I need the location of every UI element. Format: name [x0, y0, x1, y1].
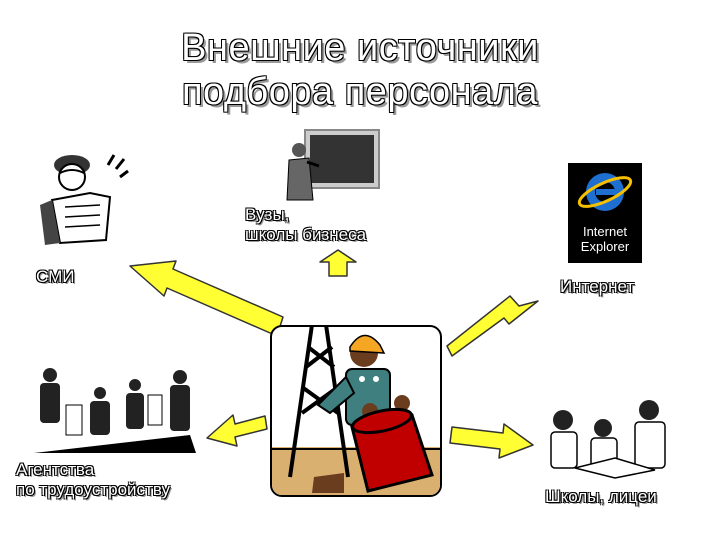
ie-label-line1: Internet	[582, 224, 628, 239]
teacher-blackboard-icon	[286, 129, 380, 201]
title-line-1: Внешние источники	[181, 27, 539, 69]
label-universities-line2: школы бизнеса	[245, 225, 367, 244]
label-universities-line1: Вузы,	[245, 205, 290, 224]
arrow-lower-right	[449, 423, 534, 459]
label-agencies-line1: Агентства	[16, 460, 95, 479]
arrow-upper-right	[446, 295, 539, 357]
ie-label: Internet Explorer	[568, 224, 642, 254]
arrow-upper-left	[129, 260, 284, 337]
label-schools: Школы, лицеи	[545, 487, 657, 506]
internet-explorer-icon: Internet Explorer	[568, 163, 642, 263]
label-internet: Интернет	[560, 277, 635, 296]
oil-worker-picture	[270, 325, 442, 497]
label-agencies: Агентства по трудоустройству	[16, 460, 170, 500]
meeting-people-icon	[34, 368, 196, 453]
label-media: СМИ	[36, 267, 75, 286]
ie-label-line2: Explorer	[580, 239, 630, 254]
title-line-2: подбора персонала	[181, 71, 539, 113]
label-universities: Вузы, школы бизнеса	[245, 205, 366, 245]
newspaper-reader-icon	[40, 154, 129, 245]
children-reading-icon	[550, 400, 666, 479]
slide-title: Внешние источники подбора персонала	[100, 26, 620, 114]
arrow-up	[319, 249, 357, 277]
arrow-lower-left	[206, 414, 268, 447]
ie-logo-icon	[577, 173, 633, 211]
label-agencies-line2: по трудоустройству	[16, 480, 170, 499]
oil-derrick-icon	[272, 327, 440, 495]
